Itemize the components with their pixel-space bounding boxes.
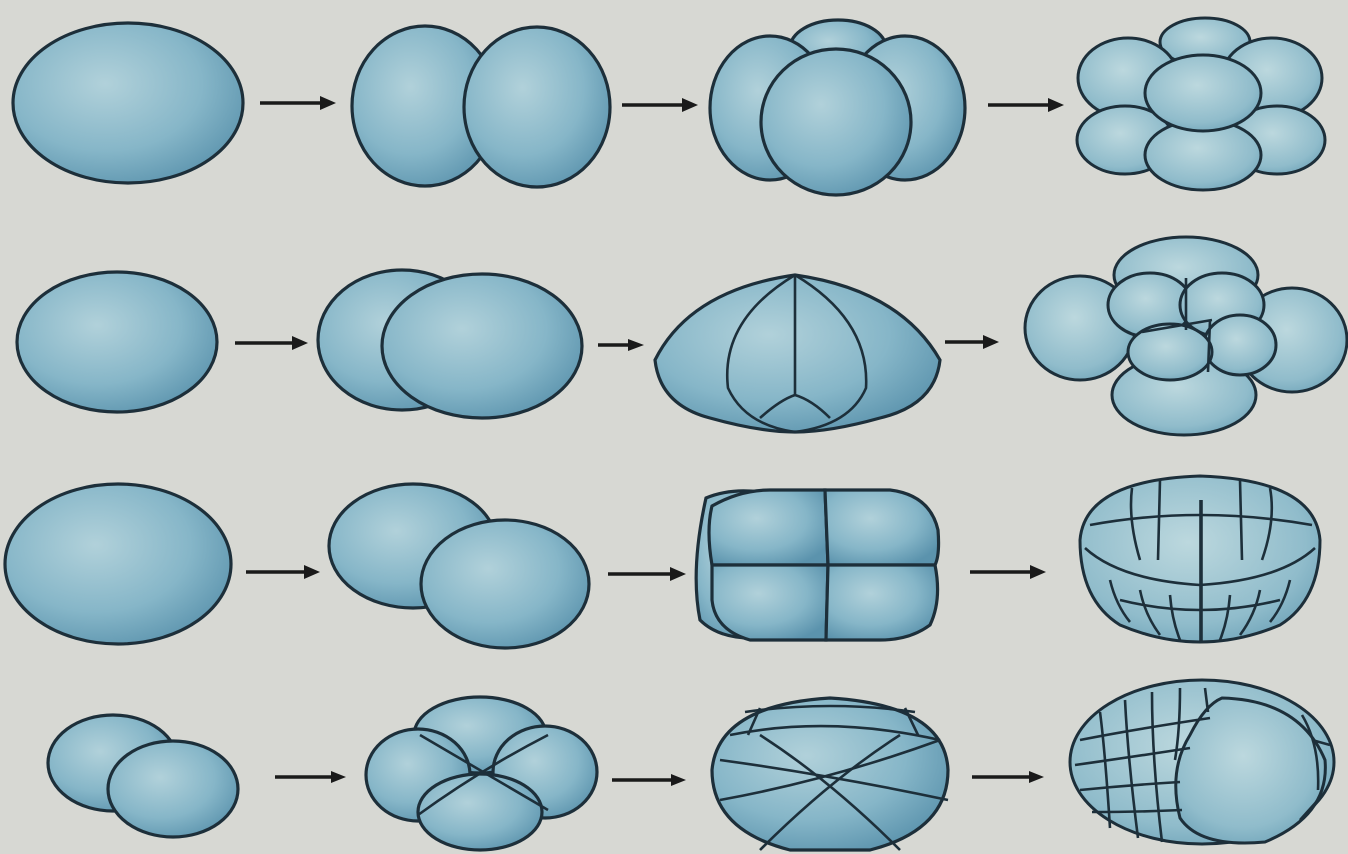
row2-two-cell	[318, 270, 582, 418]
row2-zygote	[17, 272, 217, 412]
row4-arrow-3	[972, 771, 1044, 783]
cleavage-row-1	[13, 18, 1325, 195]
cleavage-row-3	[5, 476, 1320, 648]
row3-arrow-1	[246, 565, 320, 579]
row1-zygote	[13, 23, 243, 183]
row3-two-cell	[329, 484, 589, 648]
row1-four-cell	[710, 20, 965, 195]
row3-arrow-2	[608, 567, 686, 581]
row2-eight-cell	[1025, 237, 1347, 435]
row4-four-cell	[366, 697, 597, 850]
row4-arrow-1	[275, 771, 346, 783]
row1-arrow-2	[622, 98, 698, 112]
row1-arrow-3	[988, 98, 1064, 112]
row3-multicell	[1080, 476, 1320, 642]
row3-arrow-3	[970, 565, 1046, 579]
row2-arrow-2	[598, 339, 644, 351]
row3-zygote	[5, 484, 231, 644]
row1-two-cell	[352, 26, 610, 187]
cleavage-row-2	[17, 237, 1347, 435]
row4-eight-cell	[712, 698, 948, 850]
row1-arrow-1	[260, 96, 336, 110]
row1-eight-cell	[1077, 18, 1325, 190]
row4-multicell	[1070, 680, 1334, 844]
row2-arrow-3	[945, 335, 999, 349]
row4-two-cell	[48, 715, 238, 837]
cleavage-row-4	[48, 680, 1334, 850]
row3-four-cell	[696, 490, 938, 640]
row2-four-cell	[655, 275, 940, 432]
row2-arrow-1	[235, 336, 308, 350]
row4-arrow-2	[612, 774, 686, 786]
